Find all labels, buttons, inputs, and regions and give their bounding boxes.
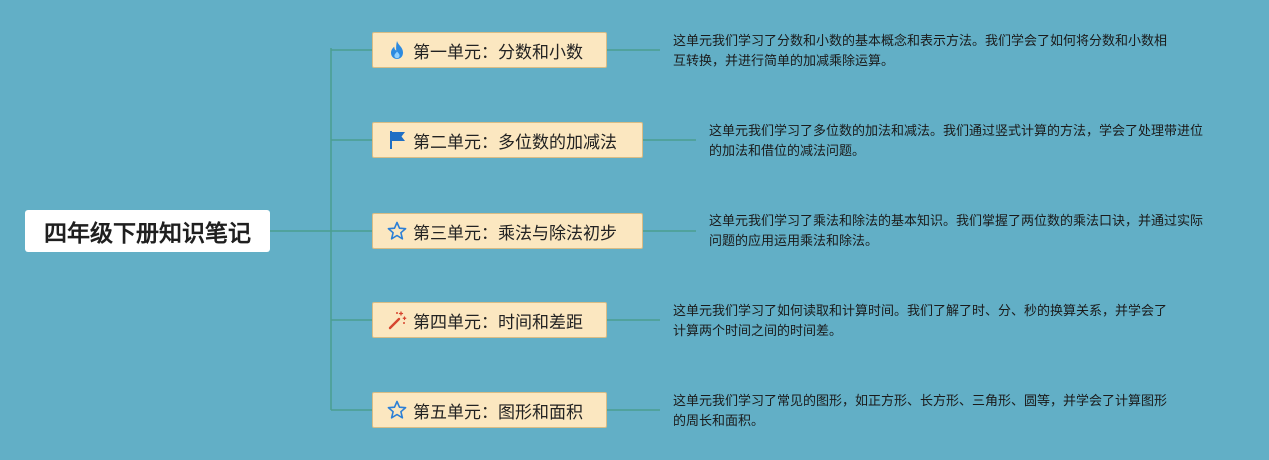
- note-unit-5[interactable]: 这单元我们学习了常见的图形，如正方形、长方形、三角形、圆等，并学会了计算图形的周…: [673, 394, 1168, 429]
- branch-label-unit-2: 第二单元：多位数的加减法: [413, 132, 617, 153]
- note-unit-4[interactable]: 这单元我们学习了如何读取和计算时间。我们了解了时、分、秒的换算关系，并学会了计算…: [673, 304, 1168, 339]
- note-unit-2[interactable]: 这单元我们学习了多位数的加法和减法。我们通过竖式计算的方法，学会了处理带进位的加…: [709, 124, 1204, 159]
- branch-label-unit-3: 第三单元：乘法与除法初步: [413, 223, 617, 244]
- branch-label-unit-4: 第四单元：时间和差距: [413, 312, 583, 333]
- branch-label-unit-1: 第一单元：分数和小数: [413, 42, 583, 63]
- note-unit-1[interactable]: 这单元我们学习了分数和小数的基本概念和表示方法。我们学会了如何将分数和小数相互转…: [673, 34, 1168, 69]
- flag-icon: [387, 130, 407, 150]
- magic-wand-icon: [387, 310, 407, 330]
- star-outline-icon: [387, 221, 407, 241]
- star-outline-icon: [387, 400, 407, 420]
- central-topic[interactable]: 四年级下册知识笔记: [25, 210, 270, 252]
- note-unit-3[interactable]: 这单元我们学习了乘法和除法的基本知识。我们掌握了两位数的乘法口诀，并通过实际问题…: [709, 214, 1204, 249]
- branch-unit-5[interactable]: 第五单元：图形和面积: [372, 392, 607, 428]
- branch-label-unit-5: 第五单元：图形和面积: [413, 402, 583, 423]
- branch-unit-3[interactable]: 第三单元：乘法与除法初步: [372, 213, 643, 249]
- branch-unit-1[interactable]: 第一单元：分数和小数: [372, 32, 607, 68]
- branch-unit-2[interactable]: 第二单元：多位数的加减法: [372, 122, 643, 158]
- fire-icon: [387, 40, 407, 60]
- branch-unit-4[interactable]: 第四单元：时间和差距: [372, 302, 607, 338]
